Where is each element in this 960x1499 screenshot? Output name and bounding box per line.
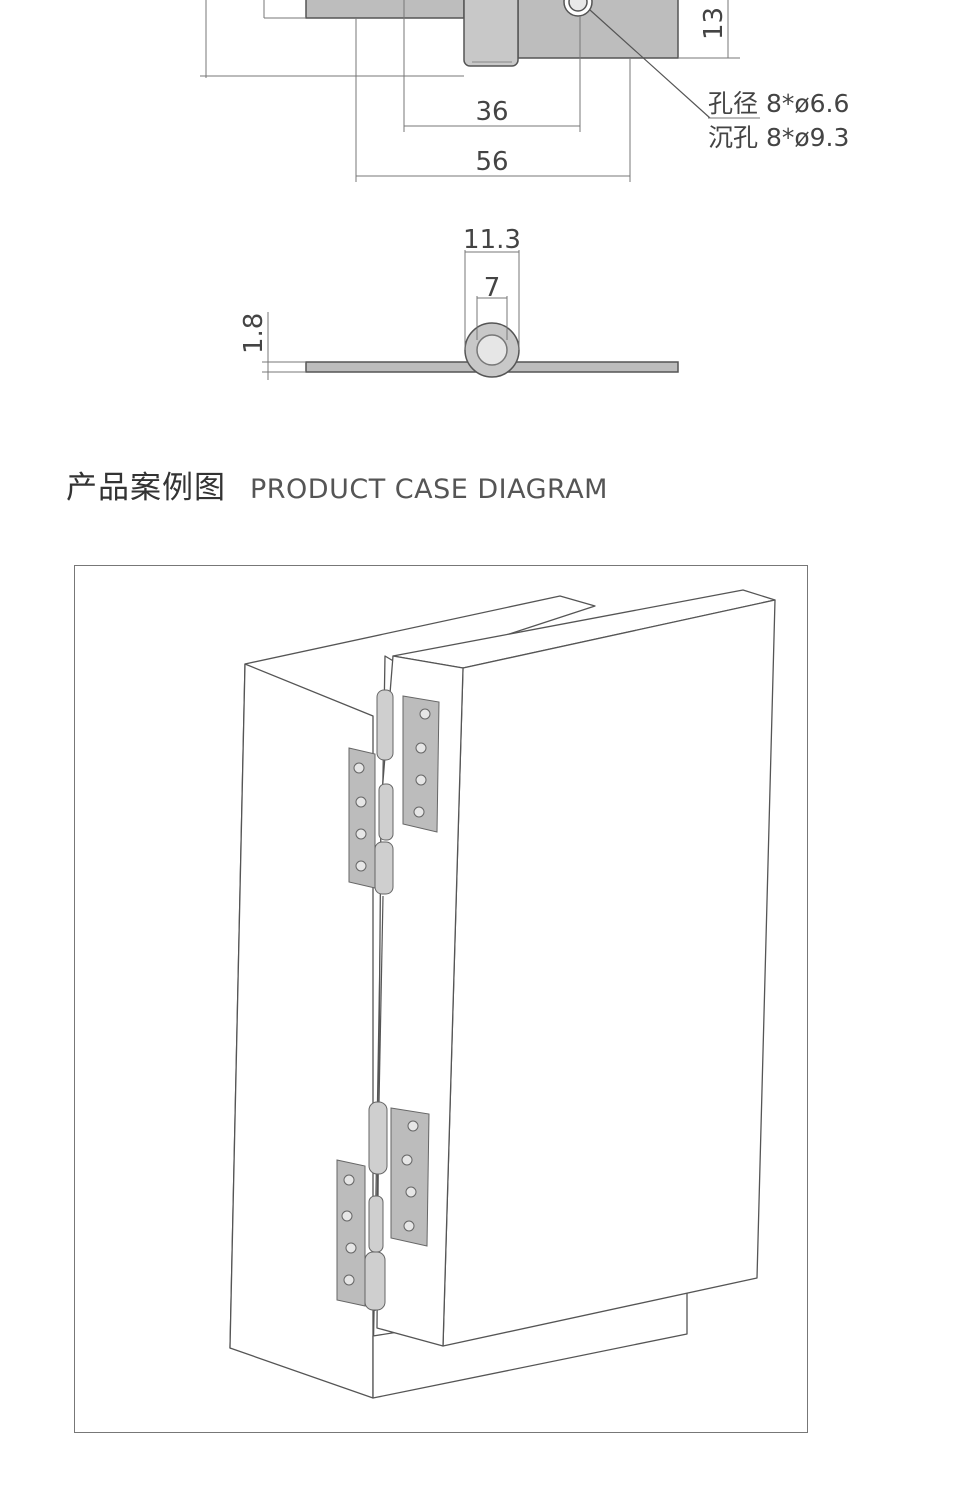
screw-icon bbox=[345, 1242, 357, 1254]
cabinet-door-front bbox=[442, 599, 776, 1347]
cabinet-illustration bbox=[229, 589, 776, 1399]
leader-line bbox=[589, 9, 711, 119]
screw-icon bbox=[343, 1274, 355, 1286]
lower-hinge-left-leaf bbox=[336, 1159, 366, 1307]
screw-icon bbox=[415, 774, 427, 786]
dim-pin-7: 7 bbox=[484, 273, 501, 303]
left-leaf bbox=[305, 0, 465, 19]
screw-icon bbox=[355, 796, 367, 808]
screw-icon bbox=[353, 762, 365, 774]
dim-hole-pitch-36: 36 bbox=[475, 97, 508, 127]
screw-icon bbox=[355, 828, 367, 840]
lower-hinge bbox=[336, 1101, 430, 1311]
lower-hinge-top-knuckle bbox=[368, 1101, 388, 1175]
upper-hinge-bottom-knuckle bbox=[374, 841, 394, 895]
screw-icon bbox=[355, 860, 367, 872]
dim-knuckle-11-3: 11.3 bbox=[463, 225, 521, 255]
screw-icon bbox=[341, 1210, 353, 1222]
hinge-technical-drawing: 13 36 56 孔径 8*ø6.6 沉孔 8*ø9.3 11.3 7 1.8 bbox=[200, 0, 849, 380]
upper-hinge-right-leaf bbox=[402, 695, 440, 833]
hole-diameter-note: 孔径 8*ø6.6 bbox=[708, 89, 849, 118]
countersink-note: 沉孔 8*ø9.3 bbox=[708, 123, 849, 152]
dim-leaf-width-56: 56 bbox=[475, 147, 508, 177]
lower-hinge-right-leaf bbox=[390, 1107, 430, 1247]
screw-icon bbox=[405, 1186, 417, 1198]
lower-hinge-bottom-knuckle bbox=[364, 1251, 386, 1311]
screw-icon bbox=[403, 1220, 415, 1232]
screw-icon bbox=[415, 742, 427, 754]
dim-height-13: 13 bbox=[699, 7, 729, 40]
right-leaf bbox=[517, 0, 679, 59]
side-view bbox=[305, 322, 679, 378]
screw-icon bbox=[343, 1174, 355, 1186]
section-heading: 产品案例图 PRODUCT CASE DIAGRAM bbox=[66, 462, 608, 506]
screw-icon bbox=[413, 806, 425, 818]
front-view bbox=[305, 0, 711, 119]
screw-icon bbox=[401, 1154, 413, 1166]
screw-icon bbox=[407, 1120, 419, 1132]
upper-hinge-mid-knuckle bbox=[378, 783, 394, 841]
upper-hinge-top-knuckle bbox=[376, 689, 394, 761]
section-title-cn: 产品案例图 bbox=[66, 470, 226, 506]
upper-hinge bbox=[348, 689, 440, 895]
dim-thickness-1-8: 1.8 bbox=[239, 313, 269, 354]
screw-icon bbox=[419, 708, 431, 720]
case-diagram-frame bbox=[74, 565, 808, 1433]
side-pin bbox=[476, 334, 508, 366]
section-title-en: PRODUCT CASE DIAGRAM bbox=[250, 474, 608, 505]
lower-hinge-mid-knuckle bbox=[368, 1195, 384, 1253]
knuckle bbox=[463, 0, 519, 67]
